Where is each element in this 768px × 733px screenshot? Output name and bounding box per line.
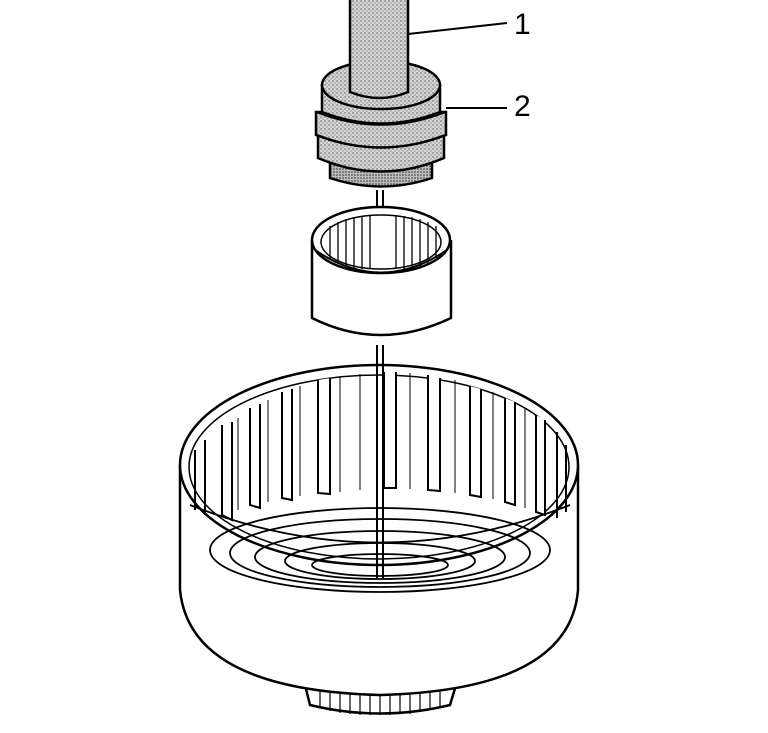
needle-bearing (310, 205, 453, 337)
leader-line-1 (407, 22, 508, 35)
callout-label-1: 1 (514, 8, 531, 41)
callout-label-2: 2 (514, 90, 531, 123)
drum-rim (178, 363, 580, 567)
callout-leaders (407, 22, 508, 109)
driver-handle (348, 0, 410, 100)
drum-housing (178, 363, 580, 715)
